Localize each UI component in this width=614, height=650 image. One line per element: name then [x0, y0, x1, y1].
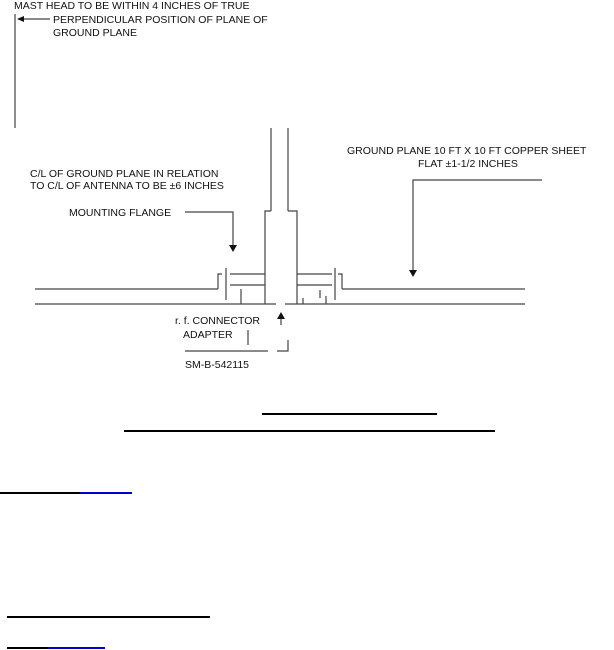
flange-left-bracket: [217, 273, 222, 289]
arrow-up-icon: [277, 312, 285, 319]
mounting-flange-label: MOUNTING FLANGE: [69, 207, 171, 219]
rf-connector-label: r. f. CONNECTOR: [175, 315, 260, 327]
adapter-label: ADAPTER: [183, 329, 233, 341]
flange-right-bracket: [338, 273, 343, 289]
mounting-flange-leader: [185, 211, 234, 245]
ground-plane-leader: [412, 179, 542, 270]
cl-label-line1: C/L OF GROUND PLANE IN RELATION: [30, 168, 218, 180]
arrow-left-icon: [17, 16, 24, 22]
arrow-down-icon: [409, 270, 417, 277]
mast-head-label-line1: MAST HEAD TO BE WITHIN 4 INCHES OF TRUE: [14, 0, 250, 12]
ground-plane-label-line1: GROUND PLANE 10 FT X 10 FT COPPER SHEET: [347, 145, 587, 157]
cl-label-line2: TO C/L OF ANTENNA TO BE ±6 INCHES: [30, 180, 224, 192]
adapter-bracket: [277, 340, 289, 352]
antenna-base-right: [288, 210, 298, 304]
mast-head-label-line2: PERPENDICULAR POSITION OF PLANE OF: [53, 14, 268, 26]
arrow-down-icon: [229, 245, 237, 252]
mast-head-label-line3: GROUND PLANE: [53, 27, 137, 39]
part-number-label: SM-B-542115: [185, 359, 249, 371]
antenna-base-left: [264, 210, 271, 304]
ground-plane-label-line2: FLAT ±1-1/2 INCHES: [418, 158, 518, 170]
